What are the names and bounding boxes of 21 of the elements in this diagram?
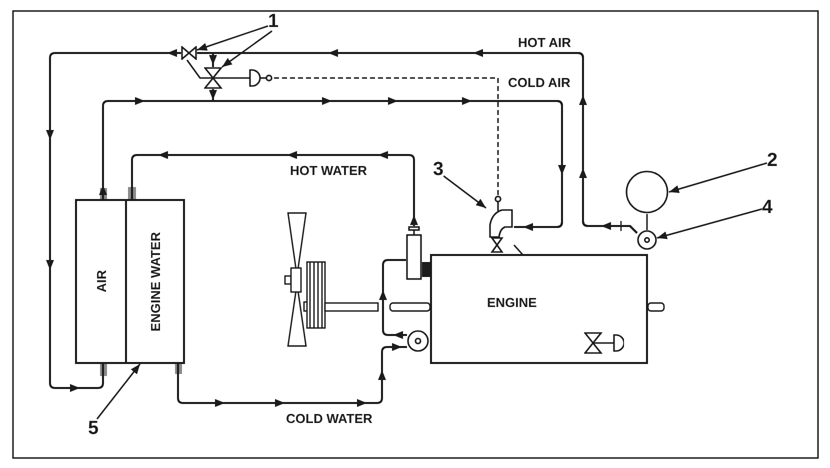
callout-number: 3 [433,160,444,179]
callout-number: 4 [762,198,773,217]
edge-label: HOT AIR [518,36,571,49]
edge-label: COLD WATER [286,412,372,425]
callout-number: 5 [88,419,99,438]
thermostat-housing [406,226,422,280]
section-label: ENGINE WATER [148,232,162,332]
edge-label: HOT WATER [290,164,368,177]
edge-label: COLD AIR [508,76,570,89]
engine-block [430,254,648,364]
pump-symbol [637,230,657,250]
tank-symbol [625,170,669,214]
valve-symbol [204,67,274,89]
callout-number: 1 [268,12,279,31]
valve-symbol [584,332,624,354]
elbow-valve-symbol [486,195,514,254]
pump-symbol [407,330,429,352]
valve-symbol [181,46,197,60]
callout-number: 2 [767,151,778,170]
engine-label: ENGINE [487,296,537,309]
section-label: AIR [94,270,108,293]
